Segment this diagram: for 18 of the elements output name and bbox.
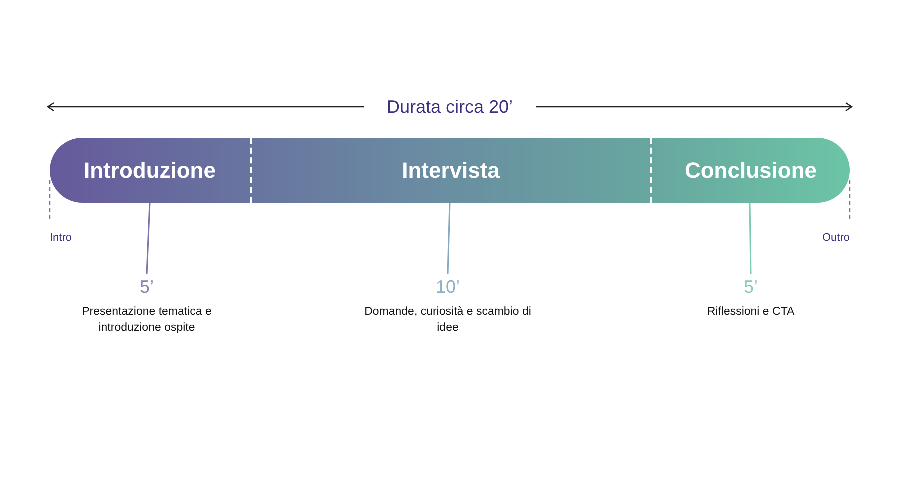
timeline-segment bbox=[50, 138, 250, 203]
segment-title: Introduzione bbox=[84, 157, 216, 185]
connector-line bbox=[146, 202, 151, 274]
segment-title: Intervista bbox=[402, 157, 500, 185]
duration-label: Durata circa 20’ bbox=[386, 96, 514, 119]
duration-value: 5’ bbox=[744, 276, 758, 299]
timeline-segment bbox=[650, 138, 850, 203]
duration-value: 5’ bbox=[140, 276, 154, 299]
connector-line bbox=[447, 202, 451, 274]
phase-description: Presentazione tematica e introduzione ospite bbox=[81, 305, 213, 336]
start-label: Intro bbox=[50, 231, 72, 245]
timeline-segment bbox=[250, 138, 650, 203]
phase-description: Domande, curiosità e scambio di idee bbox=[364, 305, 532, 336]
connector-line bbox=[749, 202, 752, 274]
duration-value: 10’ bbox=[436, 276, 460, 299]
end-label: Outro bbox=[822, 231, 850, 245]
phase-description: Riflessioni e CTA bbox=[706, 305, 796, 320]
segment-title: Conclusione bbox=[684, 157, 817, 185]
